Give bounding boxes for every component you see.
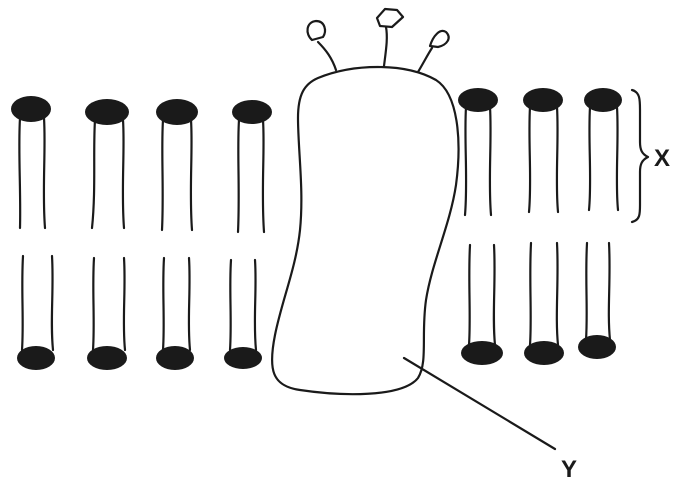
fatty-acid-tail [162, 120, 163, 230]
phospholipid-lower-6 [524, 243, 564, 365]
fatty-acid-tail [52, 256, 53, 350]
fatty-acid-tail [469, 245, 470, 345]
phospholipid-upper-3 [156, 99, 198, 230]
phosphate-head [523, 88, 563, 112]
phosphate-head [578, 335, 616, 359]
fatty-acid-tail [22, 256, 23, 350]
fatty-acid-tail [609, 243, 610, 340]
phosphate-head [156, 99, 198, 125]
fatty-acid-tail [263, 120, 264, 232]
phosphate-head [87, 346, 127, 370]
fatty-acid-tail [189, 258, 190, 350]
sugar-unit [377, 9, 403, 27]
fatty-acid-tail [589, 107, 590, 210]
phosphate-head [156, 346, 194, 370]
fatty-acid-tail [124, 258, 125, 350]
fatty-acid-tail [490, 107, 491, 215]
phosphate-head [224, 347, 262, 369]
phospholipid-upper-6 [523, 88, 563, 212]
phospholipid-lower-7 [578, 243, 616, 359]
fatty-acid-tail [19, 118, 20, 228]
phosphate-head [11, 96, 51, 122]
phospholipid-upper-2 [85, 99, 129, 228]
carbohydrate-chain-middle [377, 9, 403, 66]
phosphate-head [524, 341, 564, 365]
phospholipid-lower-1 [17, 256, 55, 370]
phosphate-head [232, 100, 272, 124]
phosphate-head [85, 99, 129, 125]
fatty-acid-tail [465, 107, 466, 215]
fatty-acid-tail [557, 243, 558, 345]
phospholipid-upper-4 [232, 100, 272, 232]
phospholipid-upper-1 [11, 96, 51, 228]
phospholipid-upper-5 [458, 88, 498, 215]
fatty-acid-tail [93, 258, 94, 350]
label-y: Y [561, 456, 577, 479]
phospholipid-lower-4 [224, 260, 262, 369]
phospholipid-upper-7 [584, 88, 622, 210]
carbohydrate-chain-left [307, 21, 336, 70]
fatty-acid-tail [163, 258, 164, 350]
sugar-unit [430, 31, 449, 47]
fatty-acid-tail [494, 245, 495, 345]
membrane-protein [272, 67, 459, 394]
fatty-acid-tail [44, 118, 45, 228]
phosphate-head [458, 88, 498, 112]
phospholipid-lower-5 [461, 245, 503, 365]
brace-x [632, 90, 648, 222]
phospholipid-lower-3 [156, 258, 194, 370]
phospholipid-lower-2 [87, 258, 127, 370]
phosphate-head [461, 341, 503, 365]
label-x: X [654, 145, 670, 172]
phosphate-head [17, 346, 55, 370]
fatty-acid-tail [230, 260, 231, 350]
fatty-acid-tail [530, 243, 531, 345]
fatty-acid-tail [123, 120, 124, 228]
carbohydrate-chain-right [418, 31, 449, 72]
fatty-acid-tail [92, 120, 95, 228]
fatty-acid-tail [557, 107, 558, 212]
sugar-unit [307, 21, 324, 40]
fatty-acid-tail [255, 260, 256, 350]
phosphate-head [584, 88, 622, 112]
label-line-y [404, 358, 555, 449]
fatty-acid-tail [191, 120, 192, 230]
fatty-acid-tail [617, 107, 618, 210]
fatty-acid-tail [586, 243, 587, 340]
fatty-acid-tail [238, 120, 239, 232]
fatty-acid-tail [529, 107, 530, 212]
